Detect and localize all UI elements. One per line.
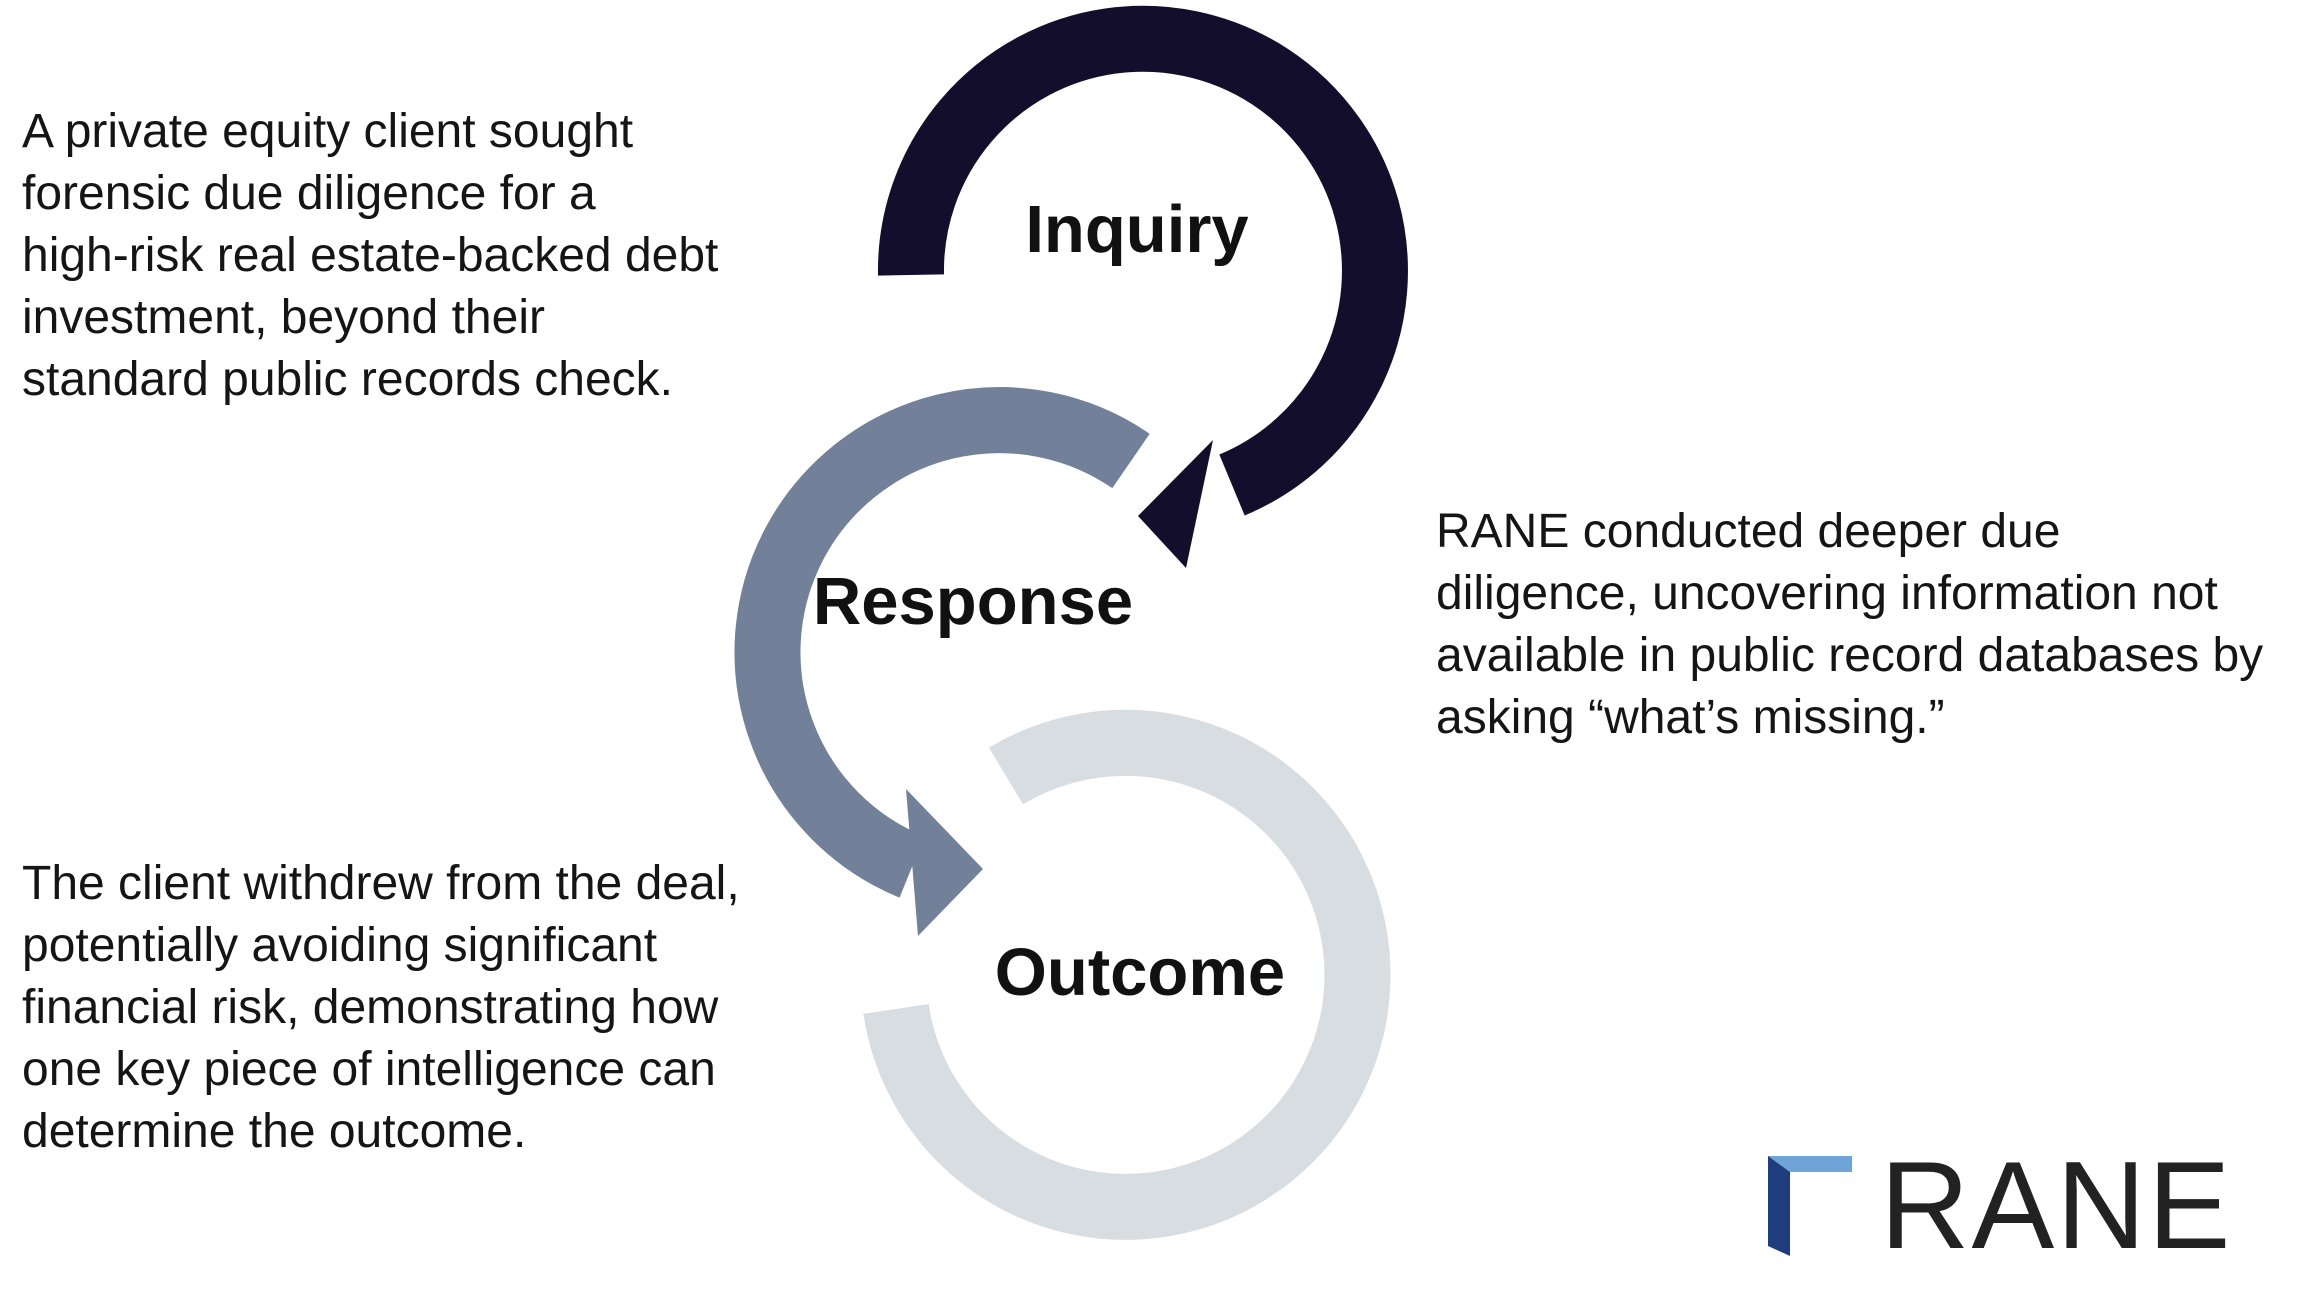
response-description-line: RANE conducted deeper due [1436,505,2061,558]
outcome-description-line: determine the outcome. [22,1105,527,1158]
outcome-arc [863,709,1391,1240]
response-description-line: diligence, uncovering information not [1436,567,2218,620]
rane-logo: RANE [1768,1144,2248,1268]
inquiry-description-line: investment, beyond their [22,291,545,344]
outcome-description-line: The client withdrew from the deal, [22,857,740,910]
response-description: RANE conducted deeper due diligence, unc… [1436,501,2263,749]
outcome-description-line: one key piece of intelligence can [22,1043,716,1096]
inquiry-arrowhead [1138,440,1213,568]
response-arc [734,387,1150,898]
outcome-description-line: potentially avoiding significant [22,919,658,972]
outcome-description-line: financial risk, demonstrating how [22,981,719,1034]
inquiry-description-line: high-risk real estate-backed debt [22,229,719,282]
inquiry-description-line: standard public records check. [22,353,673,406]
inquiry-description-line: forensic due diligence for a [22,167,596,220]
rane-logo-mark-icon [1768,1156,1852,1256]
response-arrowhead [906,789,983,936]
inquiry-arc [877,5,1408,516]
inquiry-description: A private equity client sought forensic … [22,101,718,411]
response-description-line: asking “what’s missing.” [1436,691,1945,744]
response-description-line: available in public record databases by [1436,629,2264,682]
rane-logo-wordmark: RANE [1880,1137,2233,1275]
inquiry-description-line: A private equity client sought [22,105,634,158]
stage-label-outcome: Outcome [995,935,1285,1010]
stage-label-response: Response [813,564,1133,639]
outcome-description: The client withdrew from the deal, poten… [22,853,740,1163]
stage-label-inquiry: Inquiry [1025,192,1248,267]
